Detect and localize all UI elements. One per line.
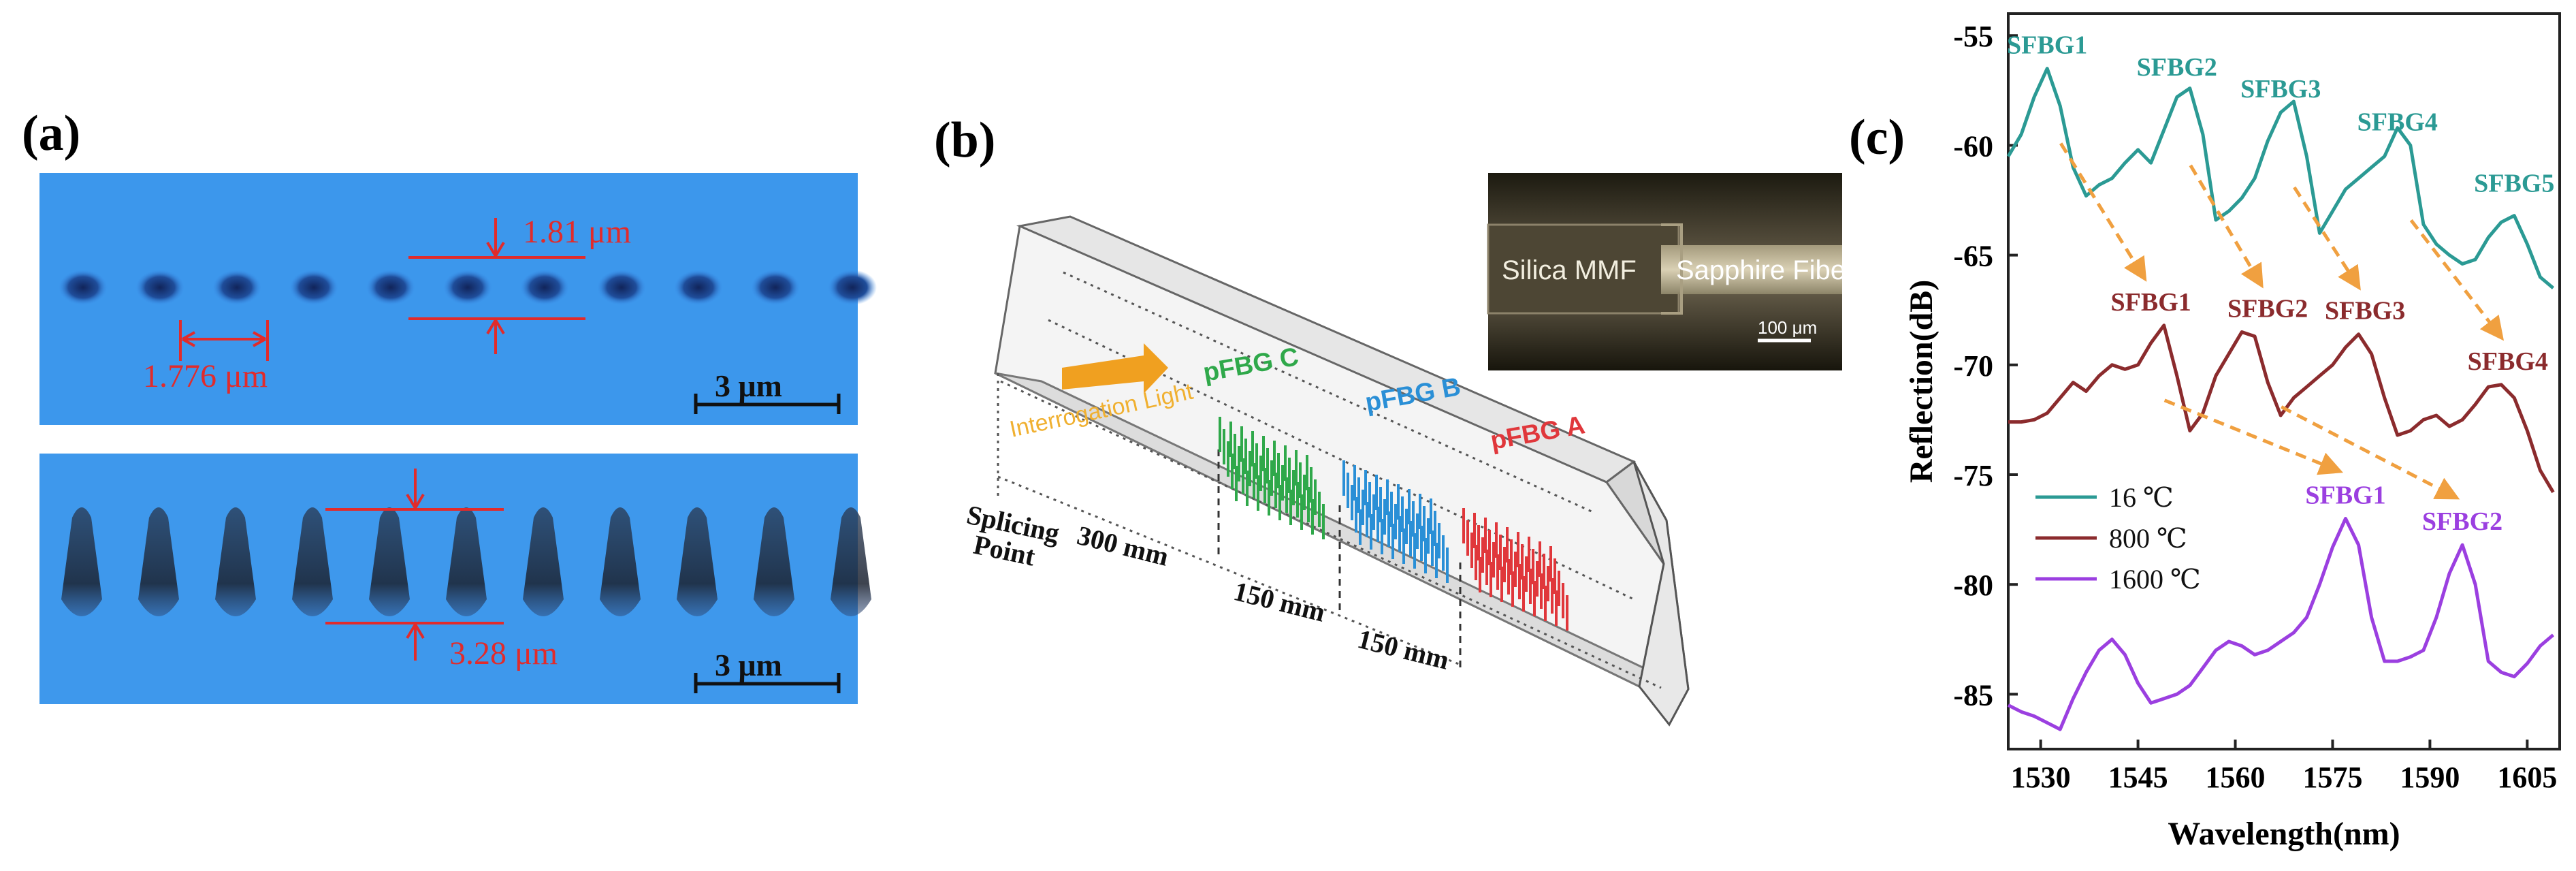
sapphire-fiber-label: Sapphire Fiber — [1676, 255, 1854, 285]
grating-dot — [212, 270, 261, 305]
legend-label: 16 ℃ — [2109, 482, 2174, 513]
grating-voids — [61, 507, 871, 616]
scale-bar-top — [694, 394, 841, 414]
panel-b-label: (b) — [934, 112, 995, 168]
grating-void — [677, 507, 718, 616]
shift-arrow — [2059, 142, 2147, 282]
grating-void — [600, 507, 641, 616]
spacing-annotation — [179, 320, 269, 361]
peak-label: SFBG2 — [2137, 53, 2217, 82]
peak-label: SFBG5 — [2474, 170, 2554, 198]
series-group — [2006, 67, 2555, 731]
peak-label: SFBG2 — [2227, 294, 2308, 323]
y-tick-label: -60 — [1953, 129, 1993, 163]
peak-label: SFBG1 — [2007, 31, 2087, 60]
height-annotation — [408, 218, 585, 354]
silica-mmf-label: Silica MMF — [1502, 255, 1637, 285]
peak-label: SFBG1 — [2111, 288, 2191, 317]
panel-a-bottom-image: 3.28 μm 3 μm — [39, 454, 871, 704]
shift-arrows — [2059, 142, 2505, 500]
grating-dot — [828, 270, 877, 305]
legend: 16 ℃ 800 ℃ 1600 ℃ — [2035, 482, 2201, 595]
grating-void — [138, 507, 179, 616]
grating-void — [831, 507, 871, 616]
plot-frame — [2007, 12, 2561, 750]
y-tick-label: -85 — [1953, 678, 1993, 712]
panel-a-label: (a) — [22, 106, 80, 161]
x-tick-label: 1530 — [2011, 761, 2071, 794]
panel-a-top-image: 1.776 μm 1.81 μm 3 μm — [39, 173, 877, 425]
peak-label: SFBG1 — [2305, 481, 2385, 509]
grating-dot — [59, 270, 108, 305]
peak-label: SFBG3 — [2325, 297, 2405, 326]
y-tick-label: -70 — [1953, 349, 1993, 383]
height-label-top: 1.81 μm — [523, 214, 631, 250]
x-tick-label: 1560 — [2206, 761, 2266, 794]
grating-dot — [674, 270, 723, 305]
grating-void — [61, 507, 102, 616]
x-tick-label: 1590 — [2400, 761, 2460, 794]
y-axis-ticks: -55 -60 -65 -70 -75 -80 -85 — [1953, 20, 2018, 712]
y-axis-label: Reflection(dB) — [1903, 280, 1939, 484]
shift-arrow — [2189, 164, 2264, 289]
legend-label: 800 ℃ — [2109, 523, 2187, 554]
fiber-photo-inset: Silica MMF Sapphire Fiber 100 μm — [1487, 173, 1854, 370]
height-annotation-bottom — [325, 469, 504, 661]
spacing-label: 1.776 μm — [143, 358, 268, 394]
y-tick-label: -75 — [1953, 459, 1993, 492]
x-tick-label: 1575 — [2302, 761, 2362, 794]
grating-void — [369, 507, 410, 616]
y-tick-label: -55 — [1953, 20, 1993, 53]
peak-label: SFBG2 — [2422, 507, 2502, 536]
pfbg-b-pattern — [1342, 460, 1449, 583]
y-tick-label: -80 — [1953, 569, 1993, 602]
panel-c-label: (c) — [1849, 110, 1905, 165]
x-axis-ticks: 1530 1545 1560 1575 1590 1605 — [2011, 740, 2557, 794]
peak-label: SFBG3 — [2240, 75, 2321, 104]
x-tick-label: 1545 — [2108, 761, 2168, 794]
shift-arrow — [2293, 186, 2361, 291]
grating-void — [523, 507, 564, 616]
series-line-1 — [2008, 323, 2555, 494]
peak-label: SFBG4 — [2357, 108, 2438, 136]
inset-scale-label: 100 μm — [1758, 317, 1817, 338]
series-line-2 — [2007, 517, 2555, 731]
legend-label: 1600 ℃ — [2109, 564, 2201, 595]
grating-dot — [135, 270, 184, 305]
x-tick-label: 1605 — [2497, 761, 2557, 794]
scale-label-top: 3 μm — [715, 368, 782, 403]
grating-dot — [443, 270, 492, 305]
grating-void — [754, 507, 794, 616]
pfbg-c-pattern — [1219, 417, 1325, 539]
shift-arrow — [2163, 398, 2344, 475]
grating-dot — [751, 270, 800, 305]
series-line-0 — [2006, 67, 2555, 289]
fiber-schematic: Interrogation Light pFBG C pFBG B pFBG A… — [964, 215, 1690, 727]
grating-void — [215, 507, 256, 616]
height-label-bottom: 3.28 μm — [449, 635, 558, 671]
grating-void — [446, 507, 487, 616]
peak-label: SFBG4 — [2468, 347, 2548, 376]
grating-void — [292, 507, 333, 616]
grating-dot — [597, 270, 646, 305]
distance-150a-label: 150 mm — [1231, 575, 1328, 628]
x-axis-label: Wavelength(nm) — [2168, 816, 2400, 852]
grating-dot — [520, 270, 569, 305]
scale-bar-bottom — [694, 673, 841, 693]
grating-dot — [289, 270, 338, 305]
grating-dot — [366, 270, 415, 305]
distance-150b-label: 150 mm — [1355, 623, 1452, 676]
shift-arrow — [2281, 405, 2460, 500]
grating-dots — [59, 270, 877, 305]
shift-arrow — [2409, 219, 2505, 341]
pfbg-a-pattern — [1462, 508, 1568, 631]
y-tick-label: -65 — [1953, 240, 1993, 273]
scale-label-bottom: 3 μm — [715, 648, 782, 682]
